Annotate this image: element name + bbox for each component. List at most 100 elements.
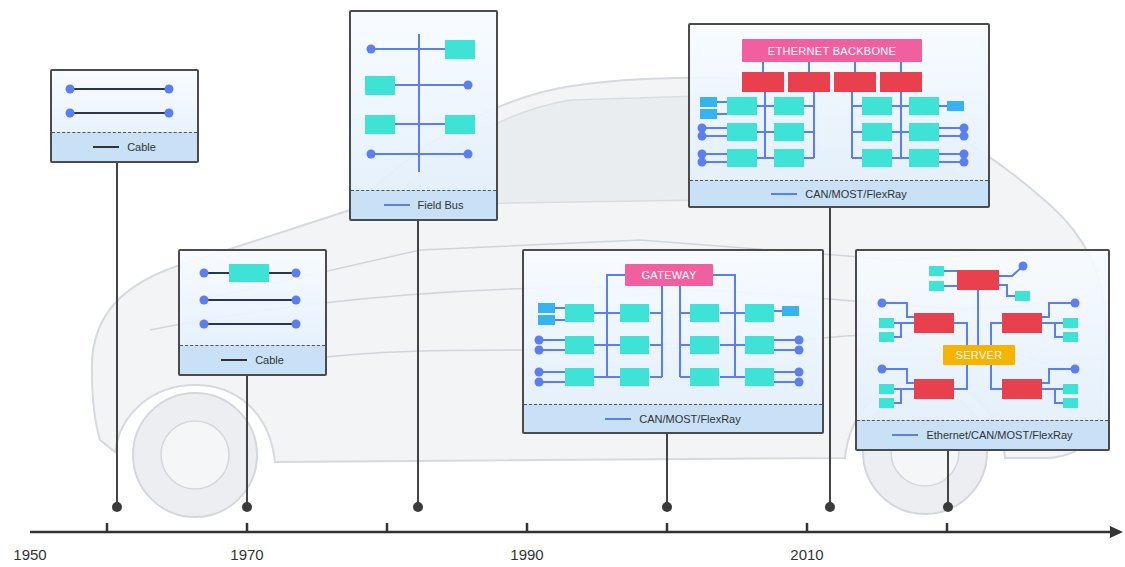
ecu-block bbox=[1063, 318, 1078, 328]
bus-wire bbox=[717, 101, 727, 103]
axis-tick bbox=[806, 523, 809, 532]
car-hub bbox=[161, 421, 229, 489]
bus-wire bbox=[679, 286, 681, 377]
axis-tick bbox=[386, 523, 389, 532]
bus-wire bbox=[680, 312, 690, 314]
ecu-block bbox=[909, 149, 939, 167]
bus-wire bbox=[944, 285, 957, 287]
ecu-block bbox=[745, 304, 774, 322]
bus-wire bbox=[650, 312, 662, 314]
ecu-block bbox=[727, 123, 757, 141]
hub-box: GATEWAY bbox=[625, 264, 713, 286]
bus-wire bbox=[892, 157, 909, 159]
ecu-block bbox=[782, 306, 799, 316]
bus-wire bbox=[894, 322, 914, 324]
bus-wire bbox=[70, 112, 169, 114]
ecu-block bbox=[565, 336, 594, 354]
terminal-dot bbox=[292, 296, 301, 305]
hub-box: SERVER bbox=[943, 345, 1015, 365]
bus-wire bbox=[594, 344, 620, 346]
ecu-block bbox=[745, 336, 774, 354]
ecu-block bbox=[565, 304, 594, 322]
ecu-block bbox=[909, 97, 939, 115]
network-drawing bbox=[351, 12, 484, 192]
terminal-dot bbox=[698, 158, 707, 167]
bus-wire bbox=[1042, 369, 1075, 383]
terminal-dot bbox=[200, 296, 209, 305]
axis-tick bbox=[666, 523, 669, 532]
axis-tick bbox=[106, 523, 109, 532]
terminal-dot bbox=[878, 365, 887, 374]
stem-dot bbox=[943, 502, 953, 512]
bus-type-label: CAN/MOST/FlexRay bbox=[805, 188, 906, 200]
bus-wire bbox=[720, 312, 745, 314]
ecu-block bbox=[774, 123, 804, 141]
hub-label: GATEWAY bbox=[641, 269, 696, 281]
ecu-block bbox=[834, 72, 876, 92]
bus-wire bbox=[804, 157, 814, 159]
bus-wire bbox=[395, 123, 445, 125]
bus-wire bbox=[851, 92, 853, 158]
ecu-block bbox=[909, 123, 939, 141]
panel-legend: Cable bbox=[180, 345, 325, 374]
bus-wire bbox=[594, 376, 620, 378]
bus-wire bbox=[371, 48, 445, 50]
terminal-dot bbox=[795, 378, 804, 387]
ecu-block bbox=[229, 264, 269, 282]
ecu-block bbox=[690, 368, 719, 386]
stem-dot bbox=[112, 502, 122, 512]
bus-wire bbox=[395, 84, 468, 86]
stem-line bbox=[246, 376, 248, 507]
bus-wire bbox=[900, 92, 902, 158]
ecu-block bbox=[947, 101, 964, 111]
architecture-panel: Cable bbox=[178, 249, 327, 376]
bus-wire bbox=[991, 365, 1002, 389]
bus-wire bbox=[1042, 322, 1063, 324]
ecu-block bbox=[1002, 379, 1042, 399]
bus-wire bbox=[882, 369, 914, 383]
ecu-block bbox=[880, 72, 922, 92]
terminal-dot bbox=[200, 269, 209, 278]
ecu-block bbox=[929, 266, 944, 276]
terminal-dot bbox=[535, 368, 544, 377]
terminal-dot bbox=[960, 124, 969, 133]
line-sample bbox=[93, 146, 119, 148]
ecu-block bbox=[445, 40, 475, 59]
terminal-dot bbox=[795, 346, 804, 355]
terminal-dot bbox=[367, 45, 376, 54]
bus-wire bbox=[418, 34, 420, 172]
line-sample bbox=[384, 204, 410, 206]
terminal-dot bbox=[464, 150, 473, 159]
bus-wire bbox=[1055, 389, 1063, 403]
bus-type-label: CAN/MOST/FlexRay bbox=[639, 413, 740, 425]
axis-arrowhead bbox=[1110, 526, 1123, 538]
line-sample bbox=[221, 359, 247, 361]
bus-wire bbox=[852, 157, 862, 159]
hub-label: SERVER bbox=[956, 349, 1003, 361]
bus-wire bbox=[555, 319, 565, 321]
terminal-dot bbox=[960, 158, 969, 167]
bus-wire bbox=[977, 290, 979, 345]
bus-wire bbox=[1042, 388, 1063, 390]
ecu-block bbox=[774, 97, 804, 115]
ecu-block bbox=[929, 281, 944, 291]
bus-wire bbox=[555, 307, 565, 309]
terminal-dot bbox=[960, 132, 969, 141]
bus-wire bbox=[720, 376, 745, 378]
bus-wire bbox=[650, 376, 662, 378]
ecu-block bbox=[879, 384, 894, 394]
terminal-dot bbox=[878, 299, 887, 308]
bus-wire bbox=[762, 62, 764, 72]
timeline-dots bbox=[112, 502, 953, 512]
bus-wire bbox=[757, 105, 774, 107]
ecu-block bbox=[538, 303, 555, 313]
ecu-block bbox=[565, 368, 594, 386]
ecu-block bbox=[862, 149, 892, 167]
bus-wire bbox=[764, 92, 766, 158]
bus-wire bbox=[594, 312, 620, 314]
terminal-dot bbox=[535, 378, 544, 387]
bus-wire bbox=[882, 303, 914, 317]
bus-type-label: Cable bbox=[127, 141, 156, 153]
